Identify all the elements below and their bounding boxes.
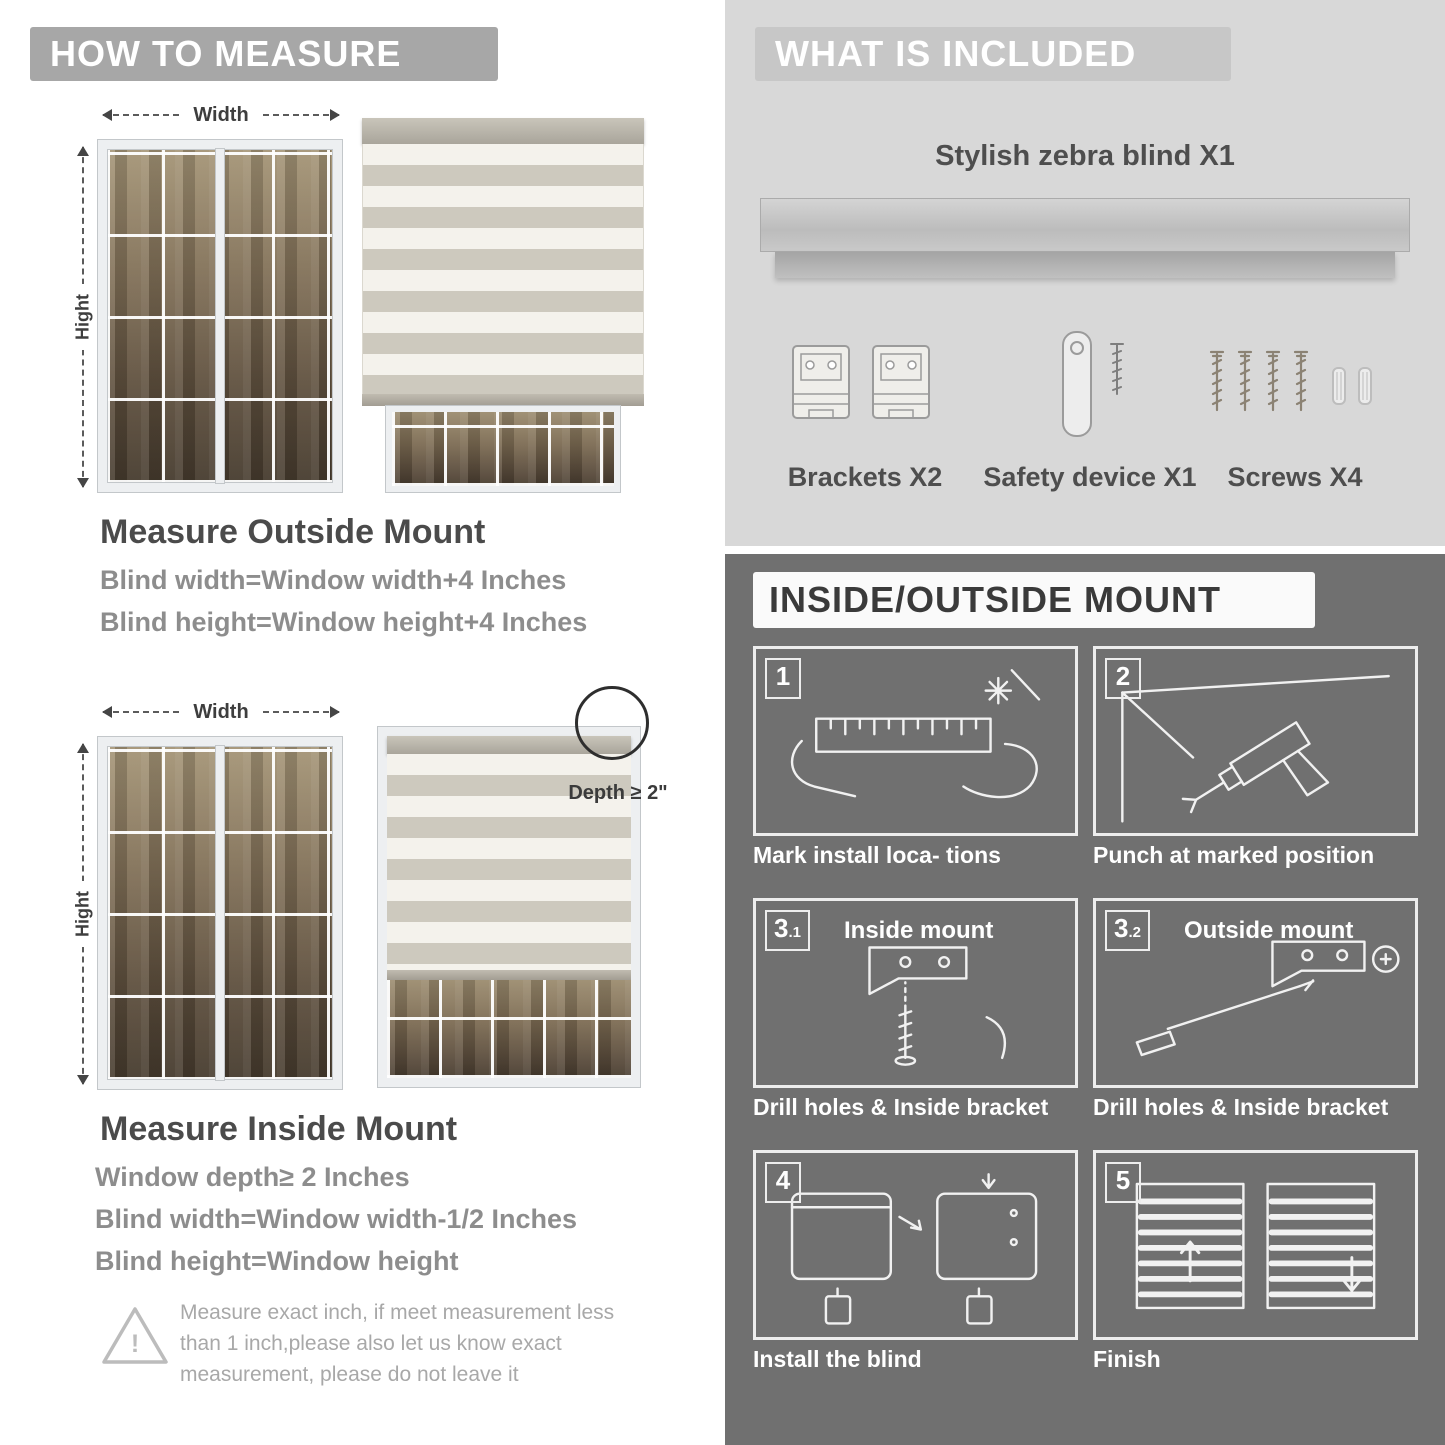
headrail-bottom: [775, 252, 1395, 278]
zebra-blind-illustration-inside: [378, 727, 640, 1087]
step-5-illustration: [1135, 1182, 1376, 1310]
step-panel-1: 1: [753, 646, 1078, 836]
step-1-illustration: [791, 669, 1041, 799]
outside-mount-line2: Blind height=Window height+4 Inches: [100, 607, 588, 637]
safety-device-illustration: [1062, 331, 1124, 437]
outside-mount-line1: Blind width=Window width+4 Inches: [100, 565, 567, 595]
depth-label: Depth ≥ 2": [568, 782, 668, 804]
warning-text: Measure exact inch, if meet measurement …: [180, 1301, 615, 1386]
inside-mount-line3: Blind height=Window height: [95, 1246, 459, 1276]
height-label-outside: Hight: [72, 284, 94, 350]
inside-mount-line1: Window depth≥ 2 Inches: [95, 1162, 410, 1192]
step-4-badge: 4: [765, 1162, 801, 1203]
step-number-sub: .1: [788, 924, 801, 941]
step-number: 1: [775, 661, 791, 691]
step-3-2-title: Outside mount: [1184, 917, 1354, 944]
step-panel-4: 4: [753, 1150, 1078, 1340]
step-panel-5: 5: [1093, 1150, 1418, 1340]
height-arrow-outside: Hight: [72, 146, 94, 488]
window-under-blind: [386, 406, 620, 492]
window-illustration-inside: [98, 737, 342, 1089]
how-to-measure-header: HOW TO MEASURE: [30, 27, 498, 81]
inside-mount-title: Measure Inside Mount: [100, 1110, 458, 1148]
step-number: 4: [775, 1165, 791, 1195]
step-4-caption: Install the blind: [753, 1346, 922, 1372]
what-is-included-header: WHAT IS INCLUDED: [755, 27, 1231, 81]
inside-outside-mount-header: INSIDE/OUTSIDE MOUNT: [753, 572, 1315, 628]
step-panel-3-2: 3.2 Outside mount: [1093, 898, 1418, 1088]
brackets-illustration: [792, 345, 930, 419]
width-arrow-inside: Width: [102, 700, 340, 724]
depth-circle: [575, 686, 649, 760]
step-panel-3-1: 3.1 Inside mount: [753, 898, 1078, 1088]
width-label-outside: Width: [181, 103, 261, 127]
width-arrow-outside: Width: [102, 103, 340, 127]
step-3-1-title: Inside mount: [844, 917, 994, 944]
inside-mount-line2: Blind width=Window width-1/2 Inches: [95, 1204, 578, 1234]
what-is-included-section: WHAT IS INCLUDED Stylish zebra blind X1: [725, 0, 1445, 546]
blind-fabric: [387, 754, 631, 970]
blind-fabric: [362, 144, 644, 394]
screws-illustration: [1209, 350, 1372, 412]
headrail-illustration: [760, 198, 1410, 252]
step-1-badge: 1: [765, 658, 801, 699]
step-3-1-caption: Drill holes & Inside bracket: [753, 1094, 1049, 1120]
step-1-caption: Mark install loca- tions: [753, 842, 1001, 868]
step-3-1-illustration: [868, 946, 1007, 1066]
warning-mark: !: [130, 1330, 140, 1358]
step-number: 5: [1115, 1165, 1131, 1195]
blind-headrail: [387, 736, 631, 754]
step-number-sub: .2: [1128, 924, 1141, 941]
outside-mount-title: Measure Outside Mount: [100, 513, 486, 551]
step-3-2-badge: 3.2: [1105, 910, 1150, 951]
product-label: Stylish zebra blind X1: [935, 140, 1235, 172]
step-5-caption: Finish: [1093, 1346, 1161, 1372]
height-label-inside: Hight: [72, 881, 94, 947]
item-label-screws: Screws X4: [1227, 462, 1363, 492]
step-4-illustration: [790, 1173, 1038, 1325]
step-3-1-badge: 3.1: [765, 910, 810, 951]
step-5-badge: 5: [1105, 1162, 1141, 1203]
step-2-caption: Punch at marked position: [1093, 842, 1375, 868]
step-2-badge: 2: [1105, 658, 1141, 699]
step-number: 3: [1114, 913, 1129, 943]
window-under-blind: [387, 980, 631, 1078]
blind-bottomrail: [362, 394, 644, 406]
item-label-brackets: Brackets X2: [787, 462, 943, 492]
step-3-2-caption: Drill holes & Inside bracket: [1093, 1094, 1389, 1120]
step-3-2-illustration: [1135, 940, 1400, 1057]
step-2-illustration: [1121, 674, 1390, 823]
step-number: 2: [1115, 661, 1131, 691]
blind-bottomrail: [387, 970, 631, 980]
height-arrow-inside: Hight: [72, 743, 94, 1085]
blind-headrail: [362, 118, 644, 144]
width-label-inside: Width: [181, 700, 261, 724]
window-illustration-outside: [98, 140, 342, 492]
step-number: 3: [774, 913, 789, 943]
step-panel-2: 2: [1093, 646, 1418, 836]
warning-icon: !: [100, 1304, 170, 1368]
inside-outside-mount-section: INSIDE/OUTSIDE MOUNT 1 Mark install loca…: [725, 554, 1445, 1445]
zebra-blind-illustration-outside: [362, 118, 644, 492]
item-label-safety-device: Safety device X1: [983, 462, 1197, 492]
